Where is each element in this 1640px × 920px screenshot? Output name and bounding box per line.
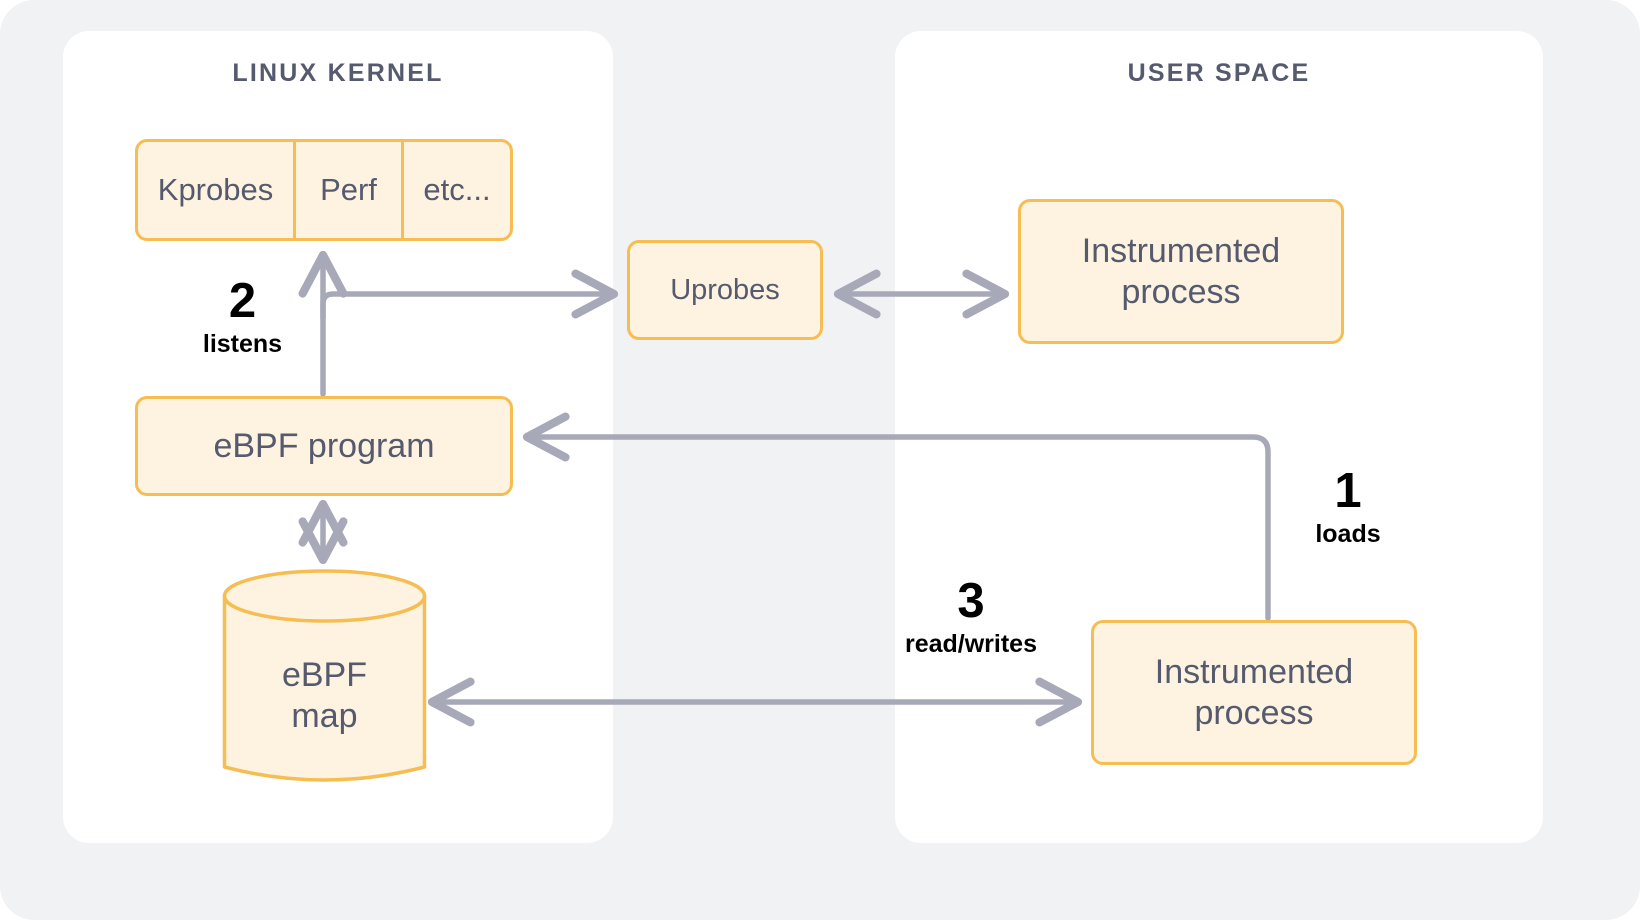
node-instrumented-process-top-line2: process bbox=[1121, 272, 1241, 311]
node-ebpf-program-label: eBPF program bbox=[213, 426, 435, 465]
step-1-number: 1 bbox=[1334, 464, 1362, 518]
panel-title-linux-kernel: LINUX KERNEL bbox=[232, 59, 444, 87]
node-ebpf-map[interactable]: eBPF map bbox=[221, 567, 428, 798]
step-label-3-read-writes: 3 read/writes bbox=[868, 577, 1074, 660]
node-probes-cell-etc[interactable]: etc... bbox=[423, 171, 491, 207]
step-2-number: 2 bbox=[228, 274, 257, 328]
step-3-caption: read/writes bbox=[904, 630, 1037, 658]
node-instrumented-process-top[interactable]: Instrumented process bbox=[1018, 199, 1344, 344]
step-3-number: 3 bbox=[957, 574, 985, 628]
step-label-2-listens: 2 listens bbox=[170, 277, 315, 360]
node-ebpf-program[interactable]: eBPF program bbox=[135, 396, 513, 496]
node-probes-cell-kprobes[interactable]: Kprobes bbox=[138, 142, 296, 238]
node-probes-strip[interactable]: Kprobes Perf etc... bbox=[135, 139, 513, 241]
step-label-1-loads: 1 loads bbox=[1278, 467, 1418, 550]
node-uprobes-label: Uprobes bbox=[670, 273, 780, 306]
step-1-caption: loads bbox=[1315, 520, 1381, 548]
node-instrumented-process-bottom-line2: process bbox=[1194, 693, 1314, 732]
node-instrumented-process-top-line1: Instrumented bbox=[1081, 232, 1281, 271]
cylinder-shape bbox=[222, 569, 427, 782]
node-instrumented-process-bottom-line1: Instrumented bbox=[1154, 653, 1354, 692]
panel-title-user-space: USER SPACE bbox=[1127, 59, 1311, 87]
node-instrumented-process-bottom[interactable]: Instrumented process bbox=[1091, 620, 1417, 765]
node-probes-cell-perf[interactable]: Perf bbox=[296, 142, 404, 238]
node-uprobes[interactable]: Uprobes bbox=[627, 240, 823, 340]
step-2-caption: listens bbox=[202, 330, 283, 358]
